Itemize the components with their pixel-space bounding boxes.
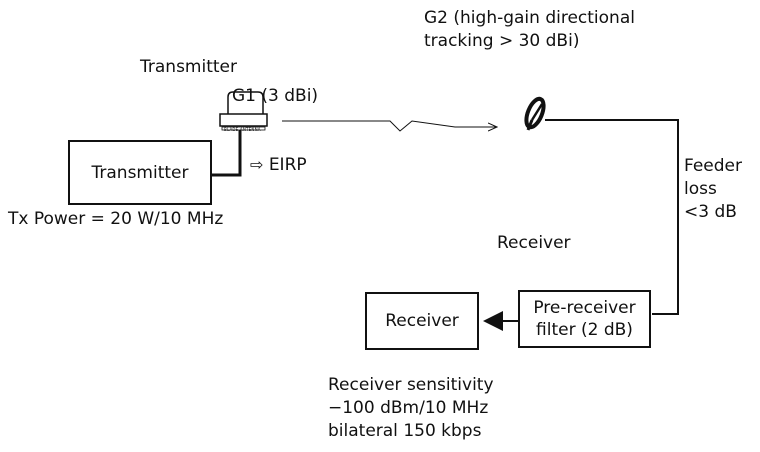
- pre-receiver-filter-box: Pre-receiver filter (2 dB): [518, 290, 651, 348]
- tx-feed-line: [210, 130, 242, 177]
- dish-antenna-icon: [524, 96, 546, 131]
- feeder-line: [545, 119, 679, 315]
- g1-gain-label: G1 (3 dBi): [232, 86, 319, 106]
- blade-antenna-label: BLADE ANTENNA: [224, 127, 261, 132]
- lightning-link-icon: [282, 120, 497, 132]
- eirp-label: ⇨ EIRP: [250, 155, 307, 175]
- receiver-arrow: [483, 311, 520, 331]
- receiver-box: Receiver: [365, 292, 479, 350]
- receiver-sensitivity-line1: Receiver sensitivity: [328, 375, 494, 395]
- receiver-section-label: Receiver: [497, 233, 571, 253]
- g2-gain-label-line1: G2 (high-gain directional: [424, 8, 635, 28]
- blade-antenna-icon: [219, 91, 268, 131]
- feeder-label-line2: loss: [684, 179, 717, 199]
- receiver-box-label: Receiver: [385, 311, 459, 331]
- transmitter-box-label: Transmitter: [91, 162, 189, 183]
- hollow-arrow-icon: ⇨: [250, 155, 264, 174]
- receiver-sensitivity-line2: −100 dBm/10 MHz: [328, 398, 489, 418]
- feeder-label-line1: Feeder: [684, 156, 743, 176]
- transmitter-box: Transmitter: [68, 140, 212, 205]
- receiver-sensitivity-line3: bilateral 150 kbps: [328, 421, 482, 441]
- feeder-label-line3: <3 dB: [684, 202, 737, 222]
- pre-receiver-filter-line1: Pre-receiver: [533, 298, 636, 318]
- tx-power-label: Tx Power = 20 W/10 MHz: [8, 209, 224, 229]
- g2-gain-label-line2: tracking > 30 dBi): [424, 31, 580, 51]
- transmitter-section-label: Transmitter: [140, 57, 237, 77]
- pre-receiver-filter-line2: filter (2 dB): [536, 320, 633, 340]
